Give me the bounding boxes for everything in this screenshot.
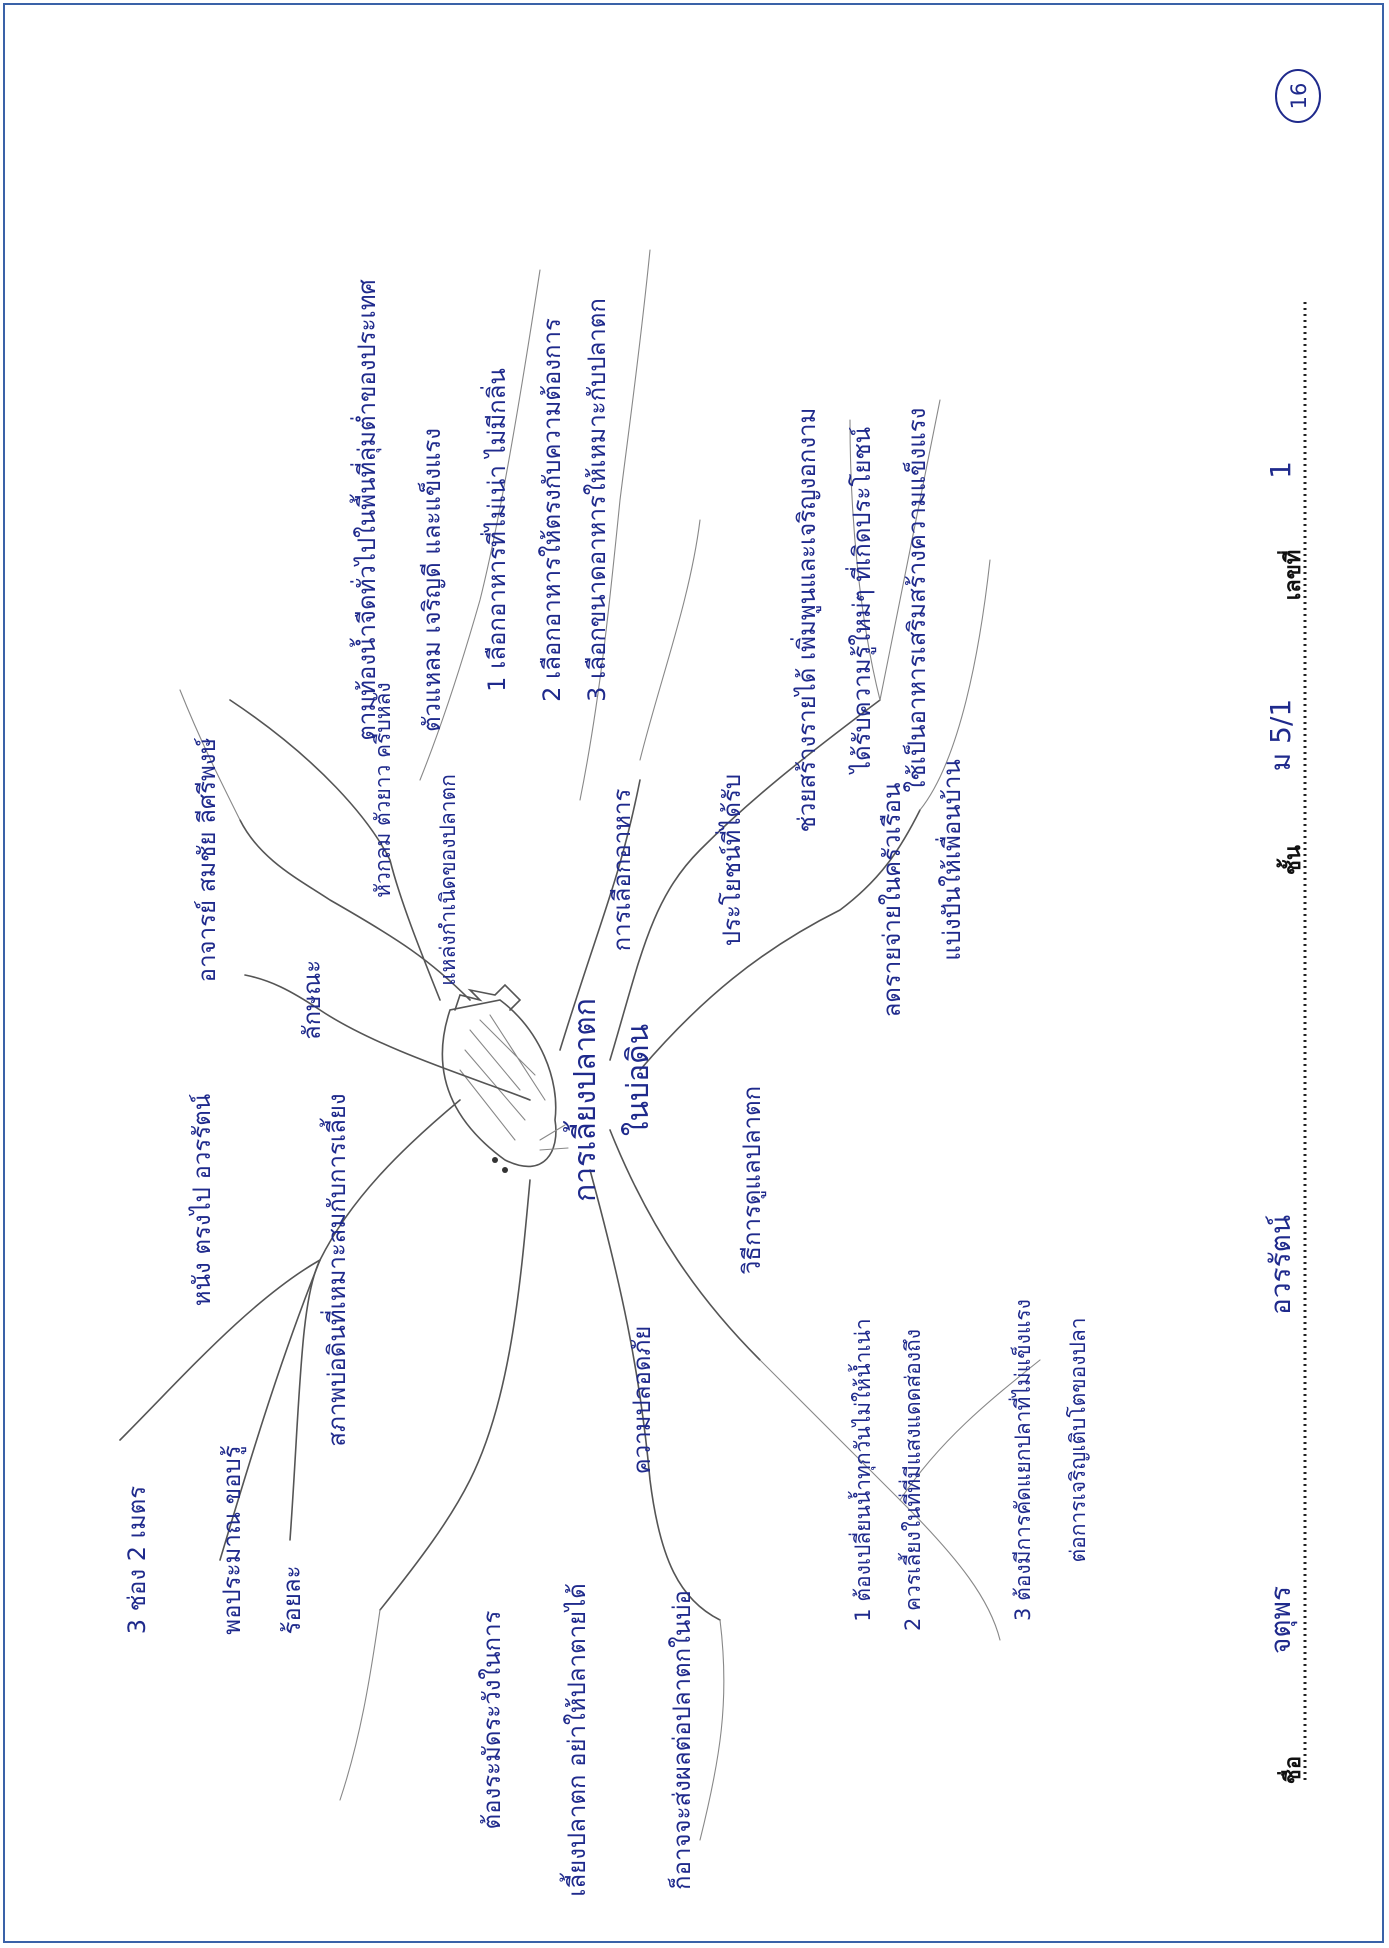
page-number: 16 [1276, 70, 1320, 122]
care-item-3: 3 ต้องมีการคัดแยกปลาที่ไม่แข็งแรง [1008, 1299, 1035, 1621]
care-label: วิธีการดูแลปลาตก [738, 1086, 767, 1275]
benefits-item-2: ได้รับความรู้ใหม่ๆ ที่เกิดประโยชน์ [845, 427, 877, 775]
branch-benefits: ประโยชน์ที่ได้รับ ช่วยสร้างรายได้ เพิ่มพ… [715, 408, 966, 1018]
origin-label: แหล่งกำเนิดของปลาตก [436, 774, 460, 986]
center-title-line2: ในบ่อดิน [621, 1024, 656, 1136]
care-item-4: ต่อการเจริญเติบโตของปลา [1066, 1318, 1090, 1563]
caution-item-3: ก็อาจจะส่งผลต่อปลาตกในบ่อ [667, 1590, 696, 1890]
branch-food: การเลือกอาหาร 1 เลือกอาหารที่ไม่เน่า ไม่… [480, 298, 636, 951]
care-item-2: 2 ควรเลี้ยงในที่ที่มีแสงแดดส่องถึง [898, 1329, 925, 1631]
caution-item-2: เลี้ยงปลาตก อย่าให้ปลาตายได้ [559, 1583, 591, 1897]
features-item-1: หนัง ตรงไป อวรรัตน์ [188, 1094, 216, 1307]
food-label: การเลือกอาหาร [608, 788, 636, 951]
pond-item-2: พอประมาณ ขอบรู้ [218, 1445, 247, 1634]
class-value: ม 5/1 [1264, 699, 1297, 771]
pond-item-1: 3 ช่อง 2 เมตร [123, 1486, 151, 1634]
pond-label: สภาพบ่อดินที่เหมาะสมกับการเลี้ยง [319, 1093, 351, 1446]
center-title-line1: การเลี้ยงปลาตก [563, 998, 603, 1202]
benefits-item-4: ลดรายจ่ายในครัวเรือน [878, 783, 906, 1018]
branch-pond: สภาพบ่อดินที่เหมาะสมกับการเลี้ยง 3 ช่อง … [123, 1093, 351, 1634]
branch-origin: แหล่งกำเนิดของปลาตก ตามท้องน้ำจืดทั่วไปใ… [349, 279, 460, 986]
center-topic: การเลี้ยงปลาตก ในบ่อดิน [563, 998, 656, 1202]
fish-drawing [442, 985, 568, 1173]
food-item-1: 1 เลือกอาหารที่ไม่เน่า ไม่มีกลิ่น [480, 368, 511, 692]
benefits-item-5: แบ่งปันให้เพื่อนบ้าน [935, 759, 966, 961]
food-item-2: 2 เลือกอาหารให้ตรงกับความต้องการ [538, 318, 566, 702]
benefits-label: ประโยชน์ที่ได้รับ [715, 774, 746, 946]
care-item-1: 1 ต้องเปลี่ยนน้ำทุกวันไม่ให้น้ำเน่า [848, 1318, 876, 1621]
caution-label: ความปลอดภัย [628, 1326, 656, 1475]
benefits-item-1: ช่วยสร้างรายได้ เพิ่มพูนและเจริญงอกงาม [790, 408, 822, 833]
surname-value: อวรรัตน์ [1264, 1215, 1297, 1315]
features-item-2: อาจารย์ สมชัย ลีศรีพงษ์ [193, 737, 221, 982]
class-label: ชั้น [1276, 845, 1306, 875]
page-number-text: 16 [1287, 83, 1311, 110]
number-label: เลขที่ [1276, 550, 1306, 601]
food-item-3: 3 เลือกขนาดอาหารให้เหมาะกับปลาตก [583, 298, 611, 702]
branch-features: ลักษณะ หนัง ตรงไป อวรรัตน์ อาจารย์ สมชัย… [188, 682, 395, 1306]
branch-care: วิธีการดูแลปลาตก 1 ต้องเปลี่ยนน้ำทุกวันไ… [738, 1086, 1090, 1631]
pond-item-3: ร้อยละ [278, 1566, 306, 1635]
branch-caution: ความปลอดภัย ต้องระมัดระวังในการ เลี้ยงปล… [478, 1326, 696, 1897]
origin-item-1: ตามท้องน้ำจืดทั่วไปในพื้นที่ลุ่มต่ำของปร… [349, 279, 382, 741]
caution-item-1: ต้องระมัดระวังในการ [478, 1610, 506, 1829]
name-value: จตุพร [1264, 1586, 1298, 1654]
features-label: ลักษณะ [298, 960, 326, 1040]
footer: ชื่อ จตุพร อวรรัตน์ ชั้น ม 5/1 เลขที่ 1 [1264, 300, 1306, 1784]
number-value: 1 [1264, 461, 1297, 479]
origin-item-2: ตัวแหลม เจริญดี และแข็งแรง [417, 428, 446, 732]
name-label: ชื่อ [1276, 1756, 1306, 1784]
benefits-item-3: ใช้เป็นอาหารเสริมสร้างความแข็งแรง [902, 408, 931, 793]
